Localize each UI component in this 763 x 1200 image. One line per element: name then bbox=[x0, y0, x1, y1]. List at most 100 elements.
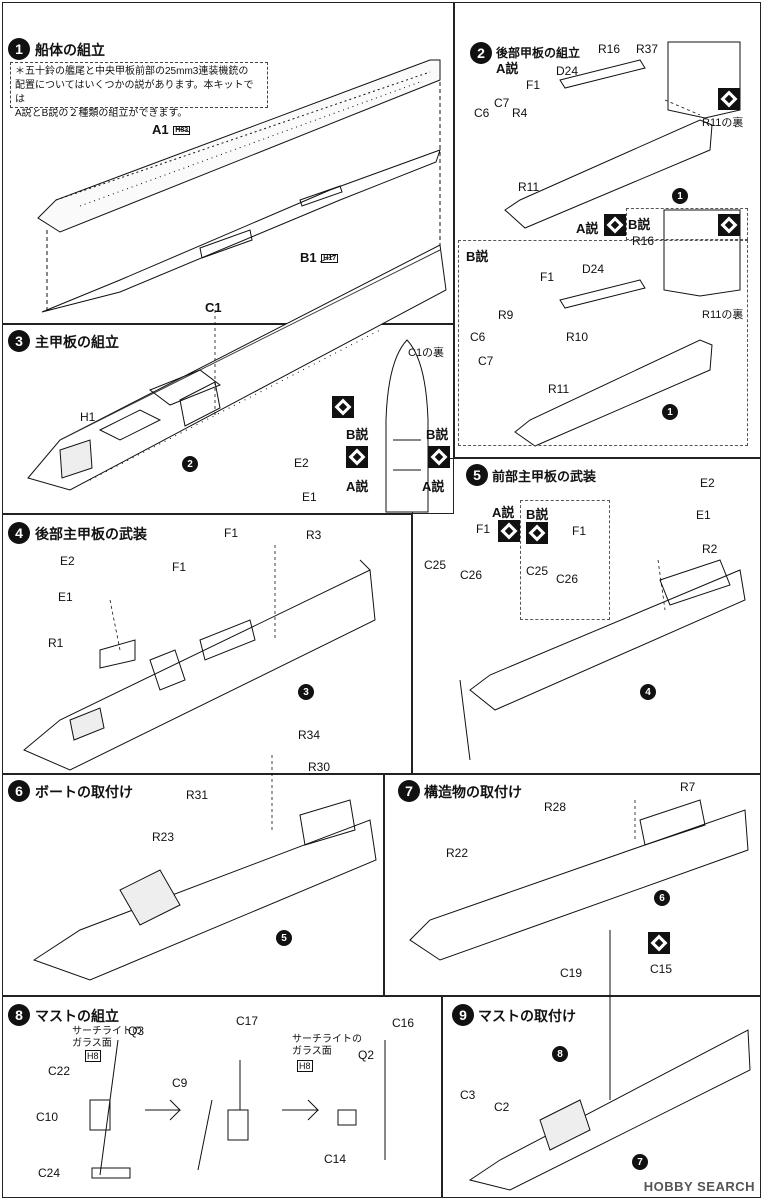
panel-step6 bbox=[2, 774, 384, 996]
part-c17-label: C17 bbox=[236, 1014, 259, 1028]
fwd-main-deck-drawing bbox=[459, 559, 746, 761]
part-c15-label: C15 bbox=[650, 962, 673, 976]
note-line-2: 配置についてはいくつかの説があります。本キットでは bbox=[15, 80, 254, 105]
boat-deck-drawing bbox=[32, 799, 377, 981]
runner-h-tag: H8 bbox=[85, 1050, 101, 1062]
part-d24-label-b: D24 bbox=[582, 262, 605, 276]
panel-step1 bbox=[2, 2, 454, 324]
variant-a-label-5: A説 bbox=[492, 505, 515, 520]
part-e2-label: E2 bbox=[294, 456, 309, 470]
variant-flag-icon bbox=[718, 88, 740, 110]
r11-back-caption-b: R11の裏 bbox=[702, 309, 744, 321]
part-c25-label: C25 bbox=[424, 558, 447, 572]
variant-flag-icon bbox=[428, 446, 450, 468]
variant-b-label-2: B説 bbox=[426, 427, 449, 442]
variant-b-label-5: B説 bbox=[526, 507, 549, 522]
ref-step-1: 1 bbox=[672, 188, 688, 204]
ref-step-6: 6 bbox=[654, 890, 670, 906]
ref-step-4: 4 bbox=[640, 684, 656, 700]
panel-step4 bbox=[2, 514, 412, 774]
part-r1-label: R1 bbox=[48, 636, 64, 650]
searchlight-line-1: サーチライトの bbox=[292, 1034, 362, 1045]
panel-step3 bbox=[2, 324, 454, 514]
part-e1-label: E1 bbox=[302, 490, 317, 504]
part-f1-label-b: F1 bbox=[540, 270, 555, 284]
panel-step5 bbox=[412, 458, 761, 774]
variant-b-box-label: B説 bbox=[466, 249, 489, 264]
part-r7-label: R7 bbox=[680, 780, 696, 794]
part-r23-label: R23 bbox=[152, 830, 175, 844]
part-b1-label: B1 H17 bbox=[300, 250, 339, 265]
runner-h-tag: H17 bbox=[321, 254, 339, 264]
variant-note: ＊五十鈴の艦尾と中央甲板前部の25mm3連装機銃の 配置についてはいくつかの説が… bbox=[10, 62, 268, 119]
part-c6-label: C6 bbox=[474, 106, 490, 120]
part-r22-label: R22 bbox=[446, 846, 469, 860]
variant-b-header-box bbox=[626, 208, 748, 240]
part-q3-label: Q3 bbox=[128, 1024, 145, 1038]
step-5-badge: 5 bbox=[466, 464, 488, 486]
part-e1-label-5: E1 bbox=[696, 508, 711, 522]
part-r30-label: R30 bbox=[308, 760, 331, 774]
variant-a-label-2b: A説 bbox=[576, 221, 599, 236]
part-c10-label: C10 bbox=[36, 1110, 59, 1124]
step-6-badge: 6 bbox=[8, 780, 30, 802]
step-1-title: 船体の組立 bbox=[35, 42, 105, 58]
step-1-badge: 1 bbox=[8, 38, 30, 60]
searchlight-line-2: ガラス面 bbox=[292, 1046, 332, 1057]
part-r37-label: R37 bbox=[636, 42, 659, 56]
step-7-badge: 7 bbox=[398, 780, 420, 802]
part-r16-label-b: R16 bbox=[632, 234, 655, 248]
step-3-title: 主甲板の組立 bbox=[35, 334, 119, 350]
mast-drawing bbox=[89, 1039, 386, 1179]
runner-h-tag: H83 bbox=[173, 126, 191, 136]
part-r3-label: R3 bbox=[306, 528, 322, 542]
part-c22-label: C22 bbox=[48, 1064, 71, 1078]
part-r11-label-b: R11 bbox=[548, 382, 570, 396]
searchlight-line-2: ガラス面 bbox=[72, 1038, 112, 1049]
part-c25-label-b: C25 bbox=[526, 564, 549, 578]
variant-flag-icon bbox=[346, 446, 368, 468]
part-c2-label: C2 bbox=[494, 1100, 510, 1114]
part-c7-label: C7 bbox=[494, 96, 510, 110]
step-7-title: 構造物の取付け bbox=[424, 784, 522, 800]
variant-flag-icon bbox=[604, 214, 626, 236]
part-r31-label: R31 bbox=[186, 788, 209, 802]
part-a1-label: A1 H83 bbox=[152, 122, 191, 137]
part-c19-label: C19 bbox=[560, 966, 583, 980]
panel-step7 bbox=[384, 774, 761, 996]
variant-flag-icon bbox=[648, 932, 670, 954]
part-e1-label-4: E1 bbox=[58, 590, 73, 604]
hull-b1-drawing bbox=[41, 149, 441, 313]
mast-attach-drawing bbox=[468, 930, 751, 1191]
searchlight-caption: サーチライトの ガラス面 bbox=[72, 1026, 142, 1050]
part-c24-label: C24 bbox=[38, 1166, 61, 1180]
step-2-badge: 2 bbox=[470, 42, 492, 64]
variant-b-label-step2: B説 bbox=[628, 217, 651, 232]
part-c3-label: C3 bbox=[460, 1088, 476, 1102]
c1-back-caption: C1の裏 bbox=[408, 347, 445, 359]
part-f1-label-4b: F1 bbox=[172, 560, 187, 574]
part-f1-label-4a: F1 bbox=[224, 526, 239, 540]
step-5-title: 前部主甲板の武装 bbox=[492, 469, 597, 484]
part-r28-label: R28 bbox=[544, 800, 567, 814]
runner-h-tag: H8 bbox=[297, 1060, 313, 1072]
note-line-3: A説とB説の２種類の組立ができます。 bbox=[15, 108, 188, 119]
variant-b-box bbox=[458, 240, 748, 446]
step-9-badge: 9 bbox=[452, 1004, 474, 1026]
variant-flag-icon bbox=[498, 520, 520, 542]
part-c16-label: C16 bbox=[392, 1016, 415, 1030]
structure-deck-drawing bbox=[409, 799, 749, 961]
variant-flag-icon bbox=[332, 396, 354, 418]
searchlight-caption-2: サーチライトの ガラス面 bbox=[292, 1034, 362, 1058]
part-f1-label: F1 bbox=[526, 78, 541, 92]
aft-main-deck-drawing bbox=[23, 559, 376, 771]
part-r16-label: R16 bbox=[598, 42, 621, 56]
part-c7-label-b: C7 bbox=[478, 354, 494, 368]
deck-underside-drawing bbox=[385, 339, 429, 513]
aft-deck-a-drawing bbox=[504, 41, 741, 229]
part-c14-label: C14 bbox=[324, 1152, 347, 1166]
step-8-title: マストの組立 bbox=[35, 1008, 119, 1024]
step-4-badge: 4 bbox=[8, 522, 30, 544]
variant-flag-icon bbox=[718, 214, 740, 236]
step-8-badge: 8 bbox=[8, 1004, 30, 1026]
